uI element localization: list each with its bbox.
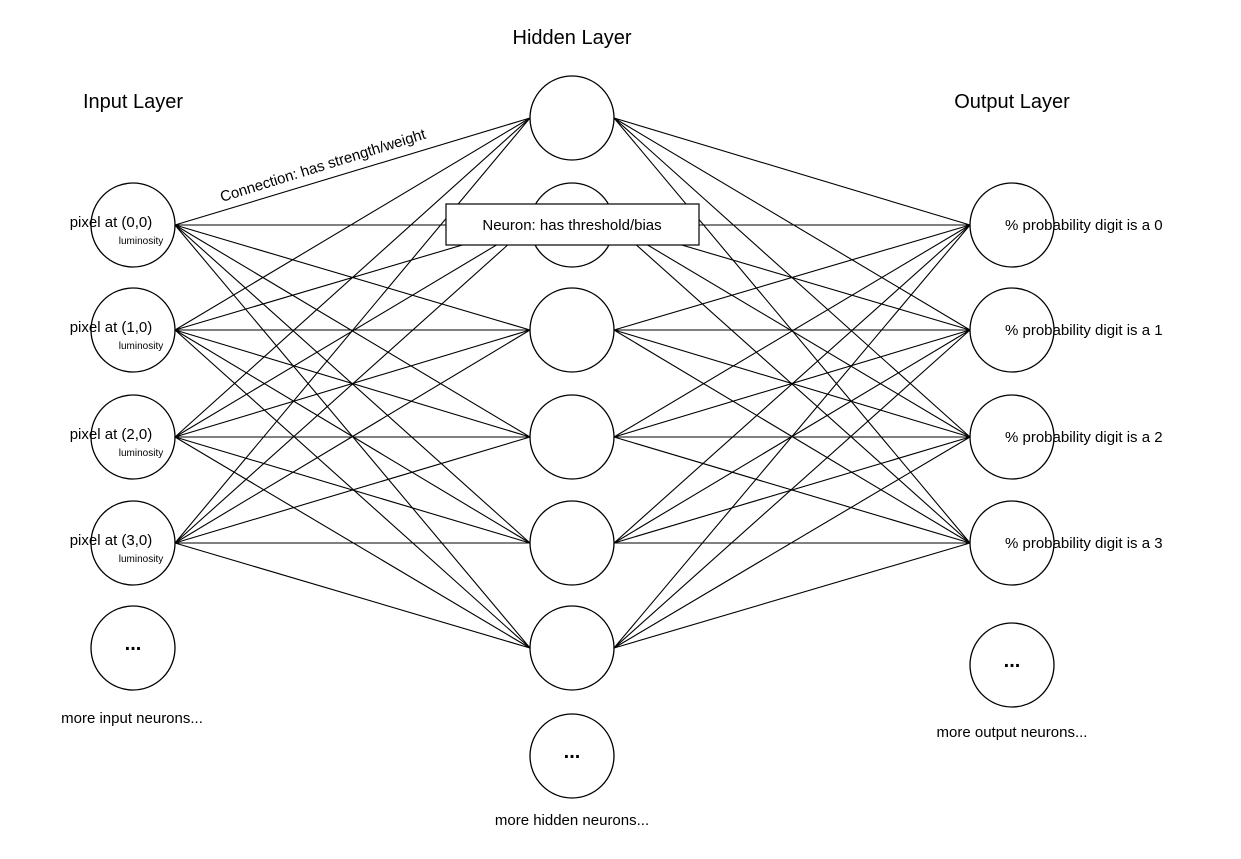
input-neuron-circle — [90, 394, 176, 480]
connection-input-2-hidden-0 — [174, 117, 531, 438]
neuron-annotation: Neuron: has threshold/bias — [482, 217, 661, 234]
more-output-neurons-label: more output neurons... — [937, 724, 1088, 741]
more-output-neuron-circle — [969, 622, 1055, 708]
input-neuron-circle — [90, 182, 176, 268]
input-neuron-sublabel: luminosity — [119, 554, 163, 565]
hidden-neuron — [529, 605, 615, 691]
output-neuron: % probability digit is a 2 — [969, 394, 1163, 480]
ellipsis-icon: ... — [125, 633, 142, 655]
more-hidden-neuron: ... — [529, 713, 615, 799]
neurons: pixel at (0,0) luminosity pixel at (1,0) lu… — [70, 75, 1163, 691]
connection-hidden-4-output-0 — [613, 224, 971, 544]
output-neuron-label: % probability digit is a 0 — [1005, 217, 1163, 234]
input-neuron-sublabel: luminosity — [119, 448, 163, 459]
connection-hidden-5-output-3 — [613, 542, 971, 649]
more-input-neuron: ... — [90, 605, 176, 691]
input-neuron: pixel at (1,0) luminosity — [70, 287, 176, 373]
output-neuron-label: % probability digit is a 3 — [1005, 535, 1163, 552]
output-layer-title: Output Layer — [954, 91, 1070, 113]
connection-input-1-hidden-5 — [174, 329, 531, 649]
input-neuron-sublabel: luminosity — [119, 236, 163, 247]
output-neuron-circle — [969, 500, 1055, 586]
input-neuron-circle — [90, 500, 176, 586]
connection-input-3-hidden-0 — [174, 117, 531, 544]
input-neuron-label: pixel at (1,0) — [70, 319, 153, 336]
hidden-neuron — [529, 287, 615, 373]
more-input-neuron-circle — [90, 605, 176, 691]
more-hidden-neuron-circle — [529, 713, 615, 799]
connection-hidden-2-output-0 — [613, 224, 971, 331]
more-output-neuron: ... — [969, 622, 1055, 708]
input-neuron: pixel at (0,0) luminosity — [70, 182, 176, 268]
output-neuron-label: % probability digit is a 1 — [1005, 322, 1163, 339]
output-neuron: % probability digit is a 1 — [969, 287, 1163, 373]
input-layer-title: Input Layer — [83, 91, 183, 113]
input-neuron-label: pixel at (2,0) — [70, 426, 153, 443]
input-neuron-label: pixel at (3,0) — [70, 532, 153, 549]
ellipsis-icon: ... — [564, 741, 581, 763]
output-neuron-circle — [969, 287, 1055, 373]
connections — [174, 117, 971, 649]
neuron-annotation-box: Neuron: has threshold/bias — [445, 203, 700, 246]
output-neuron-circle — [969, 394, 1055, 480]
hidden-neuron — [529, 500, 615, 586]
input-neuron-sublabel: luminosity — [119, 341, 163, 352]
connection-annotation: Connection: has strength/weight — [218, 126, 428, 206]
hidden-neuron — [529, 75, 615, 161]
output-neuron-circle — [969, 182, 1055, 268]
output-neuron: % probability digit is a 3 — [969, 500, 1163, 586]
connection-hidden-5-output-0 — [613, 224, 971, 649]
connection-hidden-3-output-0 — [613, 224, 971, 438]
connection-hidden-4-output-2 — [613, 436, 971, 544]
more-hidden-neurons-label: more hidden neurons... — [495, 812, 649, 829]
connection-input-3-hidden-3 — [174, 436, 531, 544]
ellipsis-icon: ... — [1004, 650, 1021, 672]
connection-input-3-hidden-2 — [174, 329, 531, 544]
hidden-layer-title: Hidden Layer — [513, 27, 632, 49]
hidden-neuron — [529, 394, 615, 480]
connection-input-0-hidden-0 — [174, 117, 531, 226]
connection-input-3-hidden-1 — [174, 224, 531, 544]
connection-hidden-0-output-0 — [613, 117, 971, 226]
input-neuron-circle — [90, 287, 176, 373]
input-neuron: pixel at (2,0) luminosity — [70, 394, 176, 480]
connection-hidden-5-output-2 — [613, 436, 971, 649]
input-neuron: pixel at (3,0) luminosity — [70, 500, 176, 586]
output-neuron-label: % probability digit is a 2 — [1005, 429, 1163, 446]
neuron-annotation-frame — [445, 203, 700, 246]
connection-input-3-hidden-5 — [174, 542, 531, 649]
more-input-neurons-label: more input neurons... — [61, 710, 203, 727]
output-neuron: % probability digit is a 0 — [969, 182, 1163, 268]
input-neuron-label: pixel at (0,0) — [70, 214, 153, 231]
connection-input-1-hidden-0 — [174, 117, 531, 331]
connection-hidden-5-output-1 — [613, 329, 971, 649]
